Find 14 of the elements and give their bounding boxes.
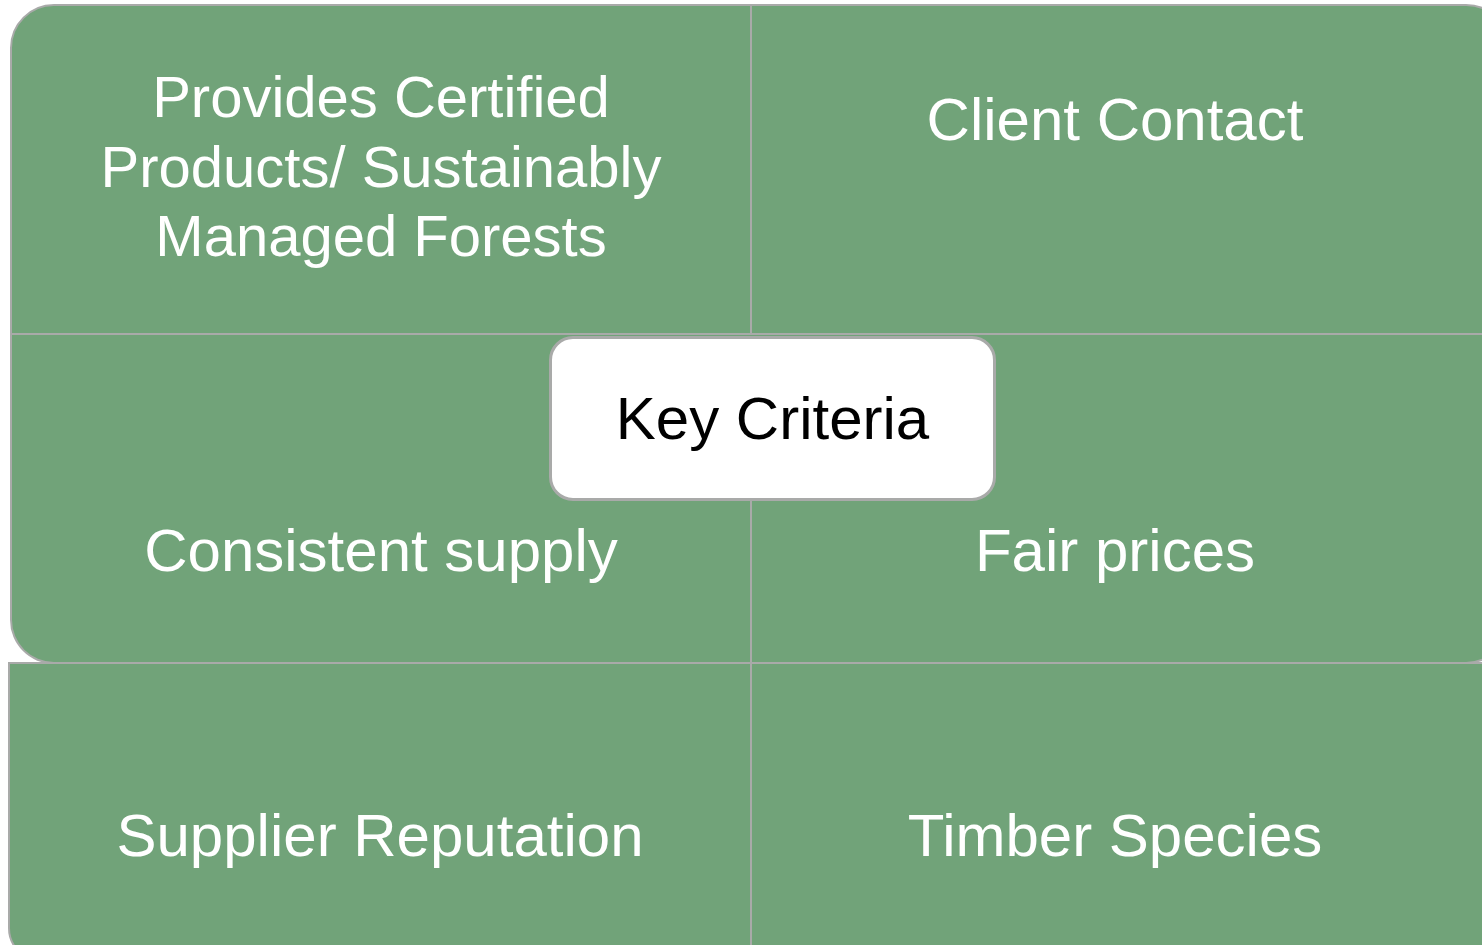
criteria-panel	[10, 501, 752, 664]
center-box	[549, 336, 996, 501]
criteria-label: Fair prices	[974, 516, 1256, 586]
criteria-label: Client Contact	[926, 85, 1304, 155]
criteria-panel	[750, 662, 1482, 945]
criteria-label: Consistent supply	[144, 516, 618, 586]
criteria-label: Supplier Reputation	[116, 801, 644, 871]
criteria-label: Provides Certified Products/ Sustainably Managed Forests	[99, 63, 663, 271]
criteria-panel	[750, 501, 1482, 664]
criteria-label: Timber Species	[907, 801, 1323, 871]
criteria-panel	[750, 4, 1482, 335]
criteria-panel	[10, 4, 752, 335]
center-title: Key Criteria	[615, 383, 930, 454]
criteria-panel	[8, 662, 752, 945]
